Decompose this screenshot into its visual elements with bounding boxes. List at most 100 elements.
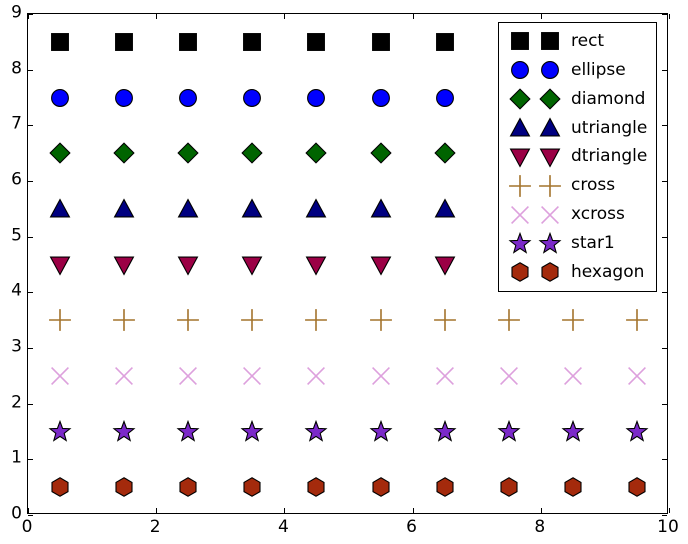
x-axis-tick-label: 0 <box>21 517 33 537</box>
data-point-hexagon <box>498 477 519 498</box>
data-point-rect <box>178 31 199 52</box>
data-point-hexagon <box>178 477 199 498</box>
y-axis-tick <box>28 14 33 15</box>
legend-label: hexagon <box>571 261 645 282</box>
y-axis-tick-label: 6 <box>11 169 22 190</box>
data-point-cross <box>369 309 392 332</box>
data-point-diamond <box>49 142 71 164</box>
data-point-star1 <box>240 419 264 442</box>
data-point-dtriangle <box>177 254 199 276</box>
legend-marker-glyph <box>509 117 531 139</box>
data-point-rect <box>306 31 327 52</box>
x-axis-tick <box>669 14 670 19</box>
data-point-star1 <box>112 419 136 442</box>
y-axis-tick <box>28 181 33 182</box>
data-point-cross <box>433 309 456 332</box>
x-axis-tick-label: 10 <box>657 517 679 537</box>
data-point-cross <box>561 309 584 332</box>
legend-marker-square-icon <box>505 28 535 54</box>
data-point-diamond <box>241 142 263 164</box>
data-point-star1 <box>304 419 328 442</box>
legend-label: utriangle <box>571 117 648 138</box>
x-axis-tick <box>540 508 542 513</box>
data-point-xcross <box>242 365 263 386</box>
data-point-xcross <box>626 365 647 386</box>
legend-marker-glyph <box>510 262 531 283</box>
data-point-hexagon <box>562 477 583 498</box>
x-axis-tick-label: 4 <box>277 517 289 537</box>
y-axis-tick-label: 0 <box>11 503 22 524</box>
data-point-cross <box>626 309 648 332</box>
x-axis-tick <box>284 508 286 513</box>
y-axis-tick-label: 8 <box>11 58 22 79</box>
data-point-cross <box>241 309 264 332</box>
legend-item-cross[interactable]: cross <box>505 172 650 200</box>
y-axis-tick-label: 2 <box>11 392 22 413</box>
legend-marker-glyph <box>540 60 561 81</box>
data-point-hexagon <box>434 477 455 498</box>
legend-item-xcross[interactable]: xcross <box>505 201 650 229</box>
y-axis-tick-label: 3 <box>11 336 22 357</box>
legend-marker-hexagon-icon <box>535 259 565 285</box>
x-axis-tick <box>28 14 29 19</box>
legend-marker-star-icon <box>535 231 565 257</box>
data-point-xcross <box>114 365 135 386</box>
y-axis-tick-label: 7 <box>11 113 22 134</box>
data-point-utriangle <box>113 198 135 219</box>
legend-marker-glyph <box>539 117 561 139</box>
data-point-utriangle <box>306 198 327 219</box>
data-point-hexagon <box>306 477 327 498</box>
x-axis-tick <box>156 508 158 513</box>
legend-item-hexagon[interactable]: hexagon <box>505 258 650 286</box>
data-point-hexagon <box>370 477 391 498</box>
legend-marker-x-icon <box>535 202 565 228</box>
data-point-xcross <box>562 365 583 386</box>
data-point-xcross <box>306 365 327 386</box>
data-point-ellipse <box>50 87 71 108</box>
data-point-star1 <box>176 419 200 442</box>
data-point-hexagon <box>114 477 135 498</box>
y-axis-tick <box>28 348 33 349</box>
legend-marker-triangle-down-icon <box>535 144 565 170</box>
legend-label: rect <box>571 30 605 51</box>
y-axis-tick <box>28 69 33 71</box>
legend-item-utriangle[interactable]: utriangle <box>505 114 650 142</box>
y-axis-tick-label: 4 <box>11 280 22 301</box>
y-axis-tick <box>662 14 667 15</box>
data-point-ellipse <box>178 87 199 108</box>
data-point-dtriangle <box>241 254 263 276</box>
data-point-dtriangle <box>434 254 456 276</box>
data-point-utriangle <box>434 198 456 219</box>
data-point-star1 <box>433 419 457 442</box>
data-point-ellipse <box>370 87 391 108</box>
legend-item-star1[interactable]: star1 <box>505 230 650 258</box>
data-point-diamond <box>369 142 392 164</box>
data-point-xcross <box>434 365 455 386</box>
y-axis-tick <box>662 348 667 349</box>
data-point-diamond <box>177 142 199 164</box>
data-point-star1 <box>48 419 72 442</box>
data-point-diamond <box>305 142 328 164</box>
legend-marker-glyph <box>508 231 532 254</box>
y-axis-tick <box>662 515 667 516</box>
data-point-diamond <box>113 142 135 164</box>
legend-marker-circle-icon <box>535 57 565 83</box>
x-axis-tick <box>284 14 286 19</box>
x-axis-tick <box>669 508 670 513</box>
legend-item-rect[interactable]: rect <box>505 27 650 55</box>
legend-marker-diamond-icon <box>535 86 565 112</box>
legend-marker-glyph <box>539 174 561 197</box>
legend-item-dtriangle[interactable]: dtriangle <box>505 143 650 171</box>
legend-label: xcross <box>571 204 625 225</box>
y-axis-tick-label: 1 <box>11 447 22 468</box>
legend-item-ellipse[interactable]: ellipse <box>505 56 650 84</box>
y-axis-tick <box>662 459 667 461</box>
legend-item-diamond[interactable]: diamond <box>505 85 650 113</box>
x-axis-tick-label: 2 <box>149 517 161 537</box>
y-axis-tick <box>28 403 33 405</box>
data-point-cross <box>49 309 71 332</box>
data-point-ellipse <box>434 87 455 108</box>
legend-marker-glyph <box>510 31 531 52</box>
